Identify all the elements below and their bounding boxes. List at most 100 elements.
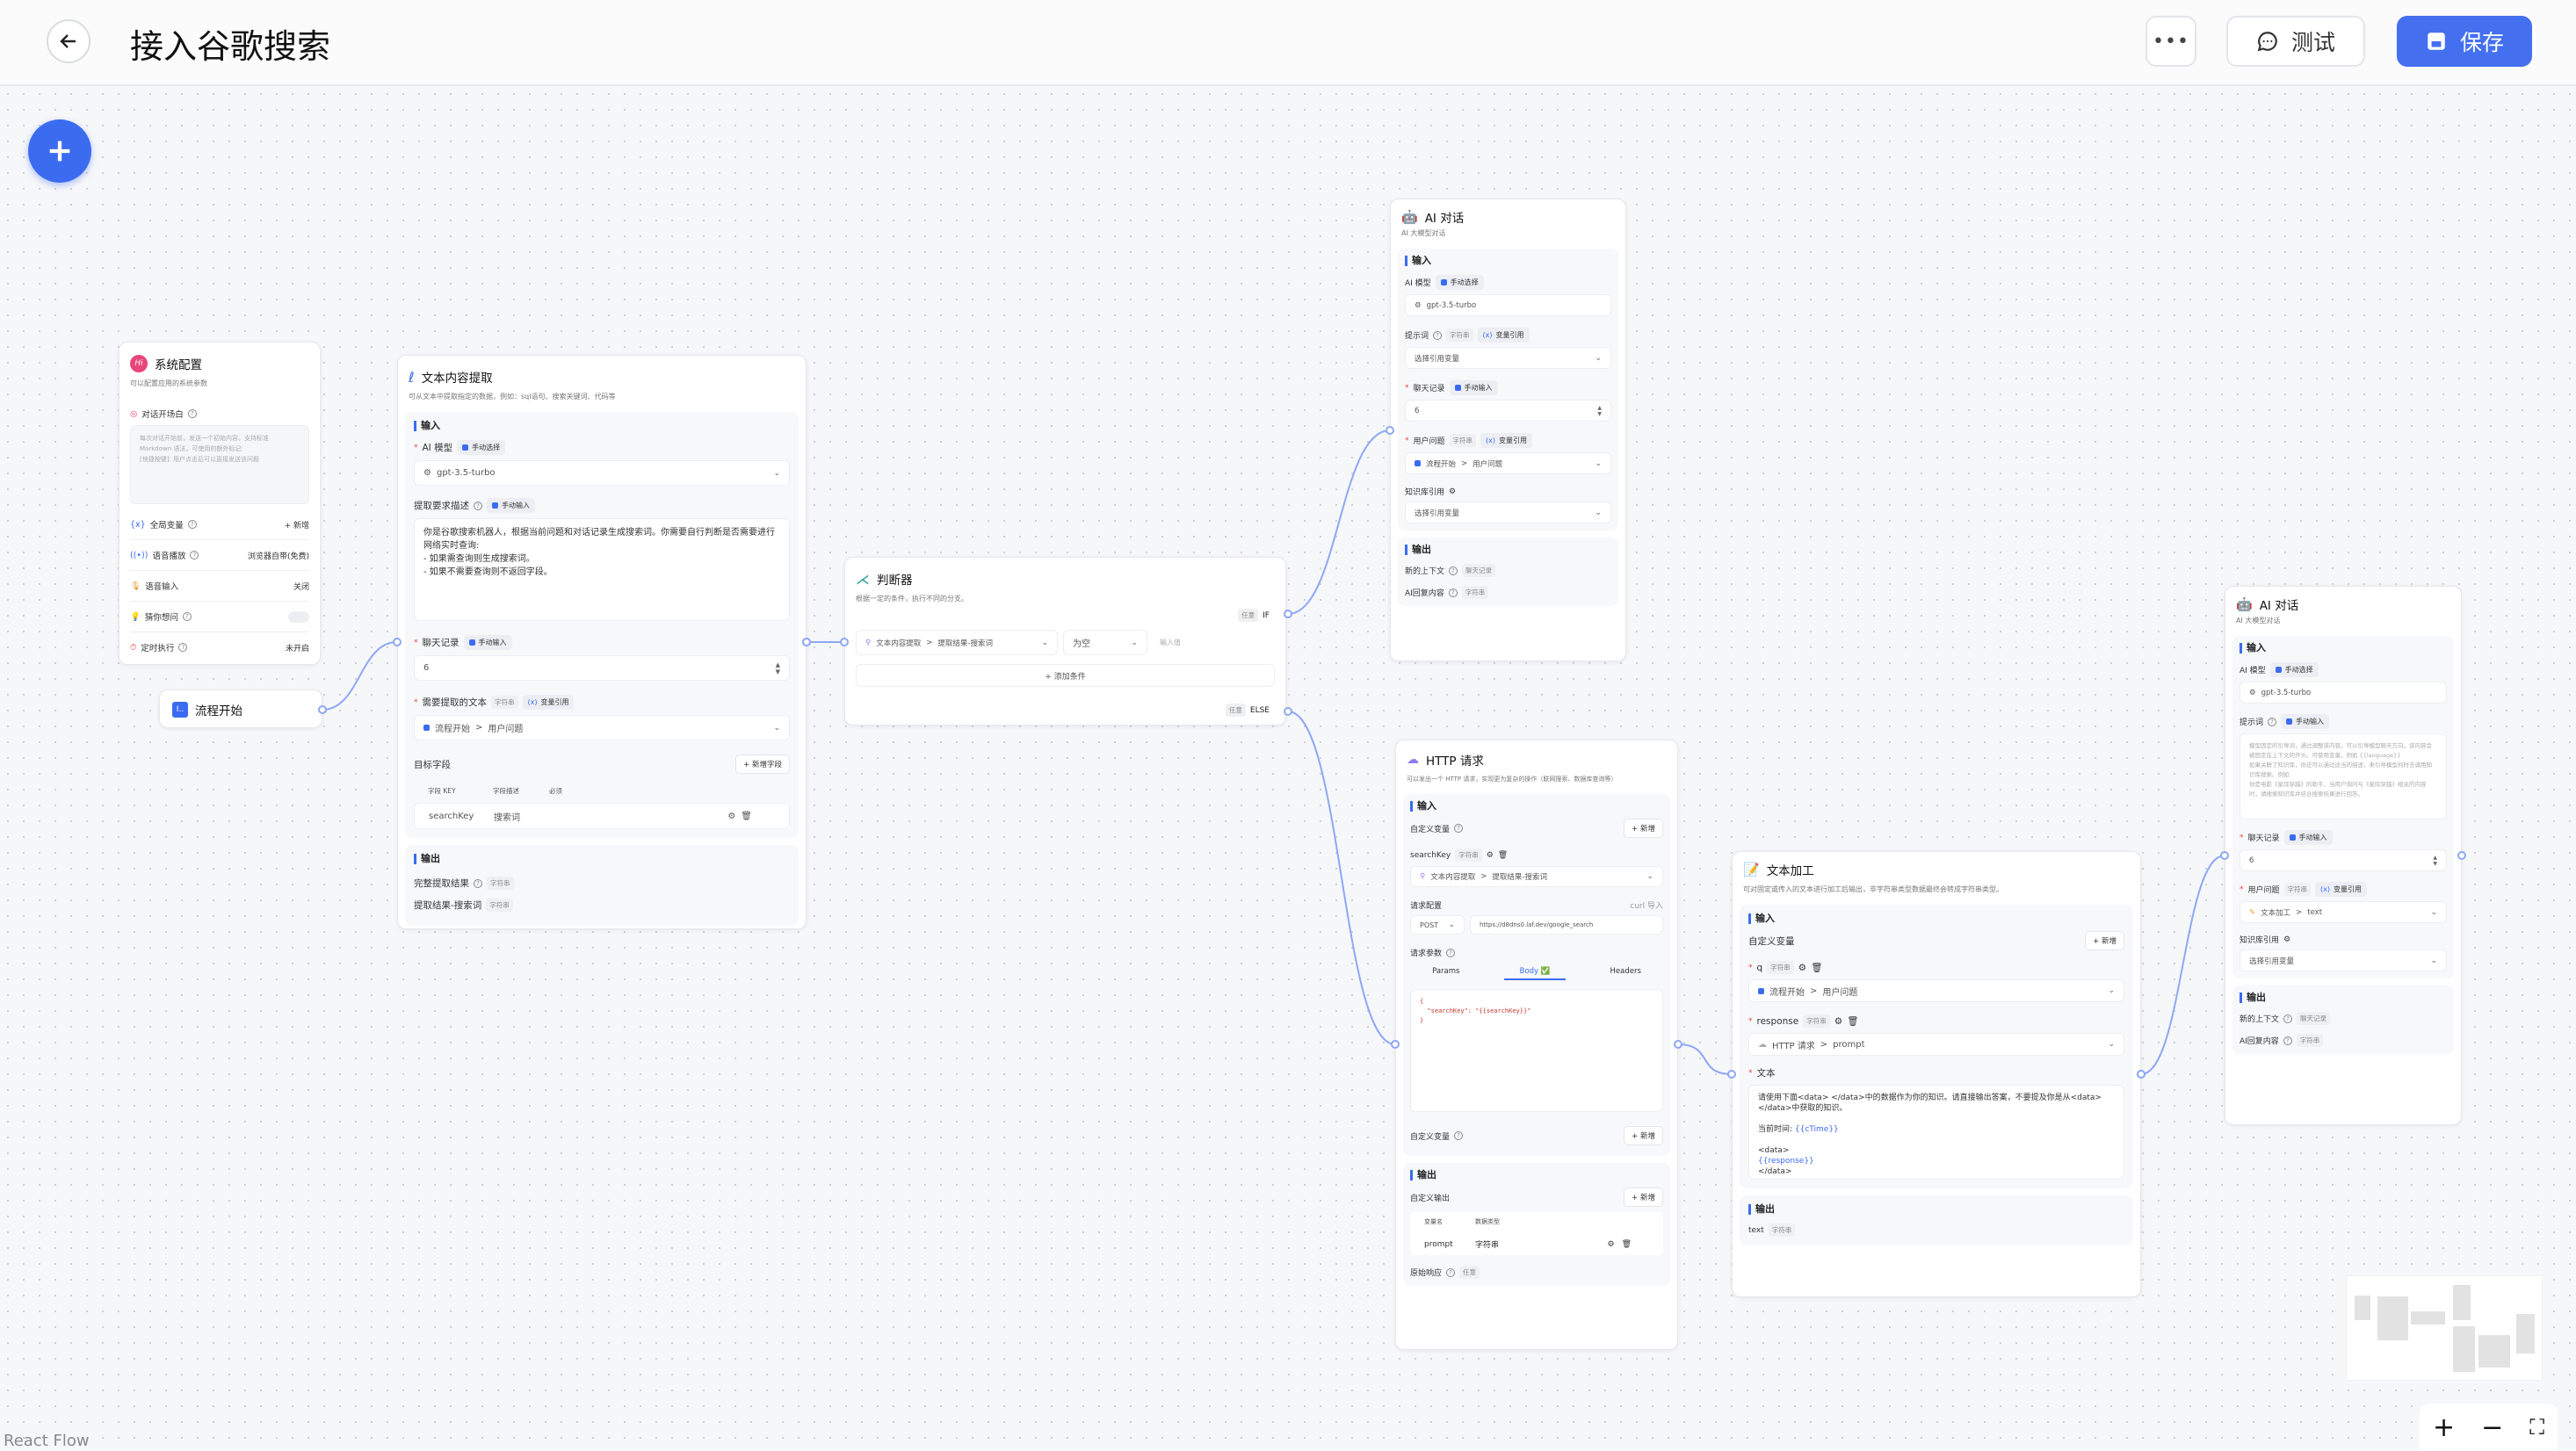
model-select[interactable]: ⚙gpt-3.5-turbo bbox=[2240, 682, 2447, 704]
add-condition-button[interactable]: + 添加条件 bbox=[856, 664, 1275, 687]
history-stepper[interactable]: 6▲▼ bbox=[414, 655, 790, 681]
trash-icon[interactable]: 🗑 bbox=[1811, 963, 1823, 973]
text-editor[interactable]: 请使用下面<data> </data>中的数据作为你的知识。请直接输出答案，不要… bbox=[1748, 1085, 2124, 1180]
manual-select-tag[interactable]: 手动选择 bbox=[457, 440, 506, 455]
gear-icon[interactable]: ⚙ bbox=[1449, 487, 1457, 496]
gear-icon[interactable]: ⚙ bbox=[1607, 1239, 1615, 1249]
add-output-button[interactable]: + 新增 bbox=[1624, 1188, 1663, 1207]
var-ref-tag[interactable]: (x)变量引用 bbox=[1477, 328, 1530, 343]
var-ref-tag[interactable]: (x)变量引用 bbox=[2315, 882, 2367, 897]
trash-icon[interactable]: 🗑 bbox=[1847, 1016, 1859, 1027]
ai-chat-node-2[interactable]: 🤖AI 对话 AI 大模型对话 输入 AI 模型手动选择 ⚙gpt-3.5-tu… bbox=[2225, 586, 2462, 1125]
var-ref-tag[interactable]: (x)变量引用 bbox=[522, 695, 575, 710]
history-stepper[interactable]: 6▲▼ bbox=[1405, 400, 1611, 422]
extract-prompt-textarea[interactable]: 你是谷歌搜索机器人，根据当前问题和对话记录生成搜索词。你需要自行判断是否需要进行… bbox=[414, 518, 790, 621]
var-ref-select[interactable]: ⚲文本内容提取>提取结果-搜索词⌄ bbox=[1410, 866, 1663, 887]
condition-ref-select[interactable]: ⚲文本内容提取>提取结果-搜索词⌄ bbox=[856, 630, 1058, 655]
var-ref-tag[interactable]: (x)变量引用 bbox=[1480, 433, 1532, 448]
timer-row[interactable]: ⏱定时执行?未开启 bbox=[130, 632, 309, 662]
tab-params[interactable]: Params bbox=[1432, 967, 1460, 976]
react-flow-attribution[interactable]: React Flow bbox=[4, 1432, 90, 1450]
opening-textarea[interactable]: 每次对话开始前，发送一个初始内容。支持标准 Markdown 语法，可使用的额外… bbox=[130, 425, 309, 504]
prompt-textarea[interactable]: 模型固定的引导词，通过调整该内容，可以引导模型聊天方向。该内容会被固定在上下文的… bbox=[2240, 733, 2447, 819]
connection-handle[interactable] bbox=[393, 638, 402, 646]
connection-handle[interactable] bbox=[1391, 1040, 1400, 1049]
guess-toggle[interactable] bbox=[288, 610, 309, 623]
global-vars-row[interactable]: {x}全局变量?+ 新增 bbox=[130, 509, 309, 540]
text-ref-select[interactable]: 流程开始>用户问题⌄ bbox=[414, 715, 790, 740]
zoom-out-button[interactable]: − bbox=[2481, 1411, 2504, 1443]
tts-row[interactable]: ((•))语音播放?浏览器自带(免费) bbox=[130, 540, 309, 571]
fit-view-button[interactable]: ⛶ bbox=[2529, 1415, 2545, 1440]
save-button[interactable]: 保存 bbox=[2397, 16, 2532, 67]
add-field-button[interactable]: + 新增字段 bbox=[735, 754, 790, 774]
manual-input-tag[interactable]: 手动输入 bbox=[1449, 380, 1498, 395]
body-editor[interactable]: { "searchKey": "{{searchKey}}" } bbox=[1410, 989, 1663, 1112]
gear-icon[interactable]: ⚙ bbox=[2283, 935, 2291, 944]
manual-select-tag[interactable]: 手动选择 bbox=[2269, 662, 2319, 677]
manual-input-tag[interactable]: 手动输入 bbox=[487, 498, 535, 513]
back-button[interactable] bbox=[47, 19, 90, 63]
prompt-select[interactable]: 选择引用变量⌄ bbox=[1405, 347, 1611, 369]
tab-headers[interactable]: Headers bbox=[1610, 967, 1641, 976]
gear-icon[interactable]: ⚙ bbox=[1798, 962, 1807, 973]
add-node-button[interactable] bbox=[28, 119, 91, 183]
connection-handle[interactable] bbox=[2137, 1070, 2145, 1079]
curl-import-link[interactable]: curl 导入 bbox=[1630, 902, 1663, 911]
connection-handle[interactable] bbox=[1284, 707, 1292, 716]
connection-handle[interactable] bbox=[318, 705, 327, 714]
stepper-arrows-icon[interactable]: ▲▼ bbox=[2433, 854, 2437, 867]
connection-handle[interactable] bbox=[2457, 851, 2466, 860]
minimap[interactable] bbox=[2346, 1275, 2543, 1381]
more-button[interactable]: ••• bbox=[2145, 16, 2196, 67]
question-ref-select[interactable]: 流程开始>用户问题⌄ bbox=[1405, 452, 1611, 474]
connection-handle[interactable] bbox=[2220, 851, 2229, 860]
add-global-var-button[interactable]: + 新增 bbox=[284, 521, 309, 531]
kb-select[interactable]: 选择引用变量⌄ bbox=[1405, 502, 1611, 523]
value-input[interactable]: 输入值 bbox=[1160, 639, 1181, 646]
zoom-in-button[interactable]: + bbox=[2432, 1411, 2456, 1443]
text-process-node[interactable]: 📝文本加工 可对固定或传入的文本进行加工后输出，非字符串类型数据最终会转成字符串… bbox=[1732, 851, 2141, 1297]
connection-handle[interactable] bbox=[1386, 426, 1394, 435]
question-ref-select[interactable]: ✎文本加工>text⌄ bbox=[2240, 901, 2447, 923]
ai-chat-node-1[interactable]: 🤖AI 对话 AI 大模型对话 输入 AI 模型手动选择 ⚙gpt-3.5-tu… bbox=[1390, 199, 1626, 661]
method-select[interactable]: POST⌄ bbox=[1410, 915, 1465, 935]
tab-body[interactable]: Body ✅ bbox=[1503, 967, 1567, 980]
url-input[interactable]: https://d8dns0.laf.dev/google_search bbox=[1470, 915, 1663, 935]
trash-icon[interactable]: 🗑 bbox=[1621, 1239, 1632, 1249]
connection-handle[interactable] bbox=[840, 638, 849, 646]
kb-select[interactable]: 选择引用变量⌄ bbox=[2240, 949, 2447, 971]
connection-handle[interactable] bbox=[802, 638, 811, 646]
model-select[interactable]: ⚙gpt-3.5-turbo⌄ bbox=[414, 460, 790, 486]
manual-input-tag[interactable]: 手动输入 bbox=[2281, 714, 2330, 729]
var-ref-select[interactable]: ☁HTTP 请求>prompt⌄ bbox=[1748, 1033, 2124, 1056]
var-ref-select[interactable]: 流程开始>用户问题⌄ bbox=[1748, 979, 2124, 1002]
trash-icon[interactable]: 🗑 bbox=[1497, 850, 1509, 860]
stepper-arrows-icon[interactable]: ▲▼ bbox=[775, 661, 780, 675]
flow-start-node[interactable]: I..流程开始 bbox=[159, 689, 322, 728]
gear-icon[interactable]: ⚙ bbox=[727, 811, 736, 821]
manual-input-tag[interactable]: 手动输入 bbox=[463, 635, 512, 650]
add-var-button[interactable]: + 新增 bbox=[2085, 931, 2124, 950]
operator-select[interactable]: 为空⌄ bbox=[1063, 630, 1147, 655]
add-var-button[interactable]: + 新增 bbox=[1624, 819, 1663, 838]
add-var-button[interactable]: + 新增 bbox=[1624, 1126, 1663, 1145]
manual-input-tag[interactable]: 手动输入 bbox=[2283, 830, 2333, 845]
voice-input-row[interactable]: 🎙语音输入关闭 bbox=[130, 571, 309, 602]
history-stepper[interactable]: 6▲▼ bbox=[2240, 849, 2447, 871]
connection-handle[interactable] bbox=[1727, 1070, 1736, 1079]
model-select[interactable]: ⚙gpt-3.5-turbo bbox=[1405, 294, 1611, 316]
manual-select-tag[interactable]: 手动选择 bbox=[1435, 275, 1484, 290]
http-request-node[interactable]: ☁HTTP 请求 可以发出一个 HTTP 请求，实现更为复杂的操作（联网搜索、数… bbox=[1395, 740, 1678, 1350]
gear-icon[interactable]: ⚙ bbox=[1834, 1015, 1843, 1027]
connection-handle[interactable] bbox=[1674, 1040, 1682, 1049]
trash-icon[interactable]: 🗑 bbox=[741, 811, 752, 821]
gear-icon[interactable]: ⚙ bbox=[1486, 850, 1494, 860]
stepper-arrows-icon[interactable]: ▲▼ bbox=[1597, 404, 1602, 417]
flow-canvas[interactable] bbox=[0, 86, 2576, 1451]
test-button[interactable]: 测试 bbox=[2226, 16, 2365, 67]
connection-handle[interactable] bbox=[1284, 610, 1292, 618]
